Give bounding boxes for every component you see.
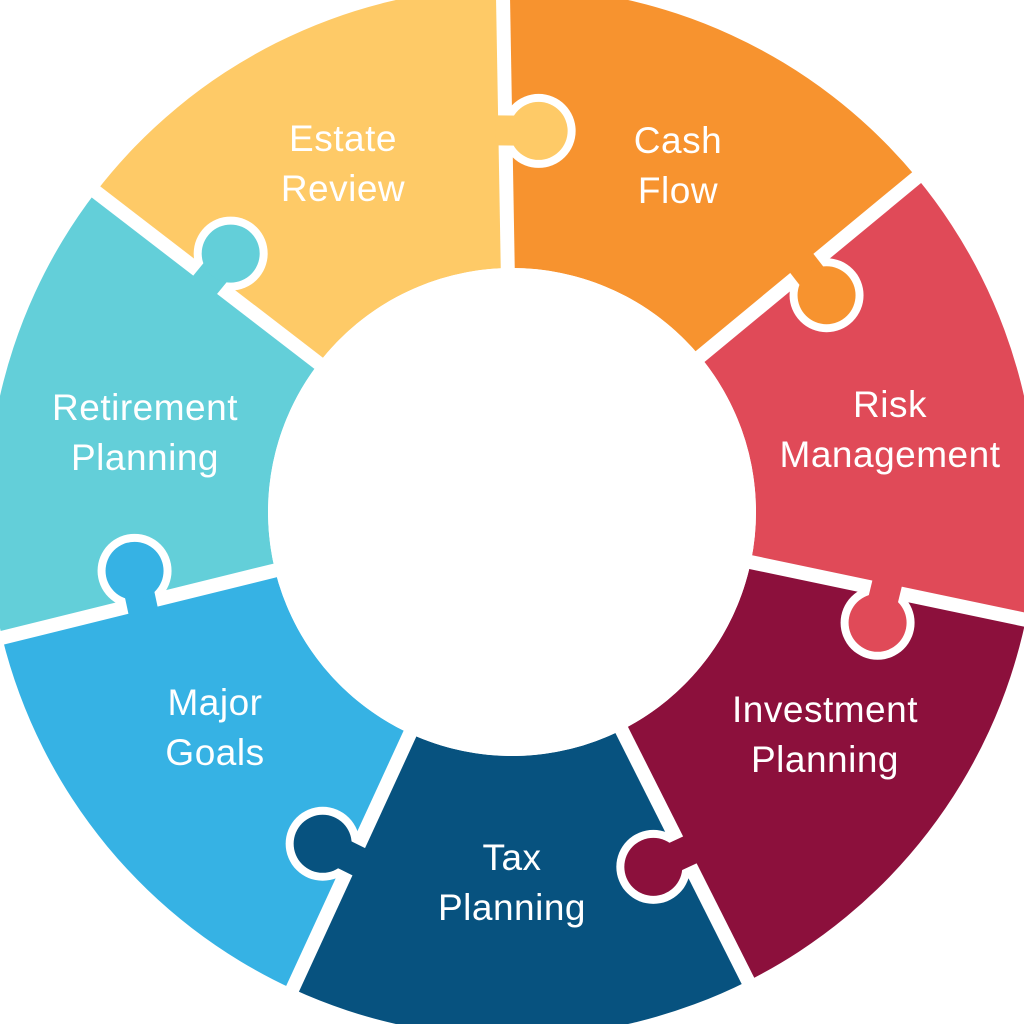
puzzle-knob (848, 593, 907, 652)
puzzle-knob (509, 101, 568, 160)
center-hole (268, 268, 756, 756)
segment (621, 562, 1024, 981)
puzzle-knob (105, 541, 164, 600)
segment (503, 0, 917, 357)
segment (95, 0, 508, 364)
puzzle-knob (624, 837, 683, 896)
segment (700, 177, 1024, 620)
puzzle-knob (293, 814, 352, 873)
segment (2, 570, 410, 989)
puzzle-knob (201, 224, 260, 283)
segment (292, 729, 749, 1024)
puzzle-knob (797, 266, 856, 325)
